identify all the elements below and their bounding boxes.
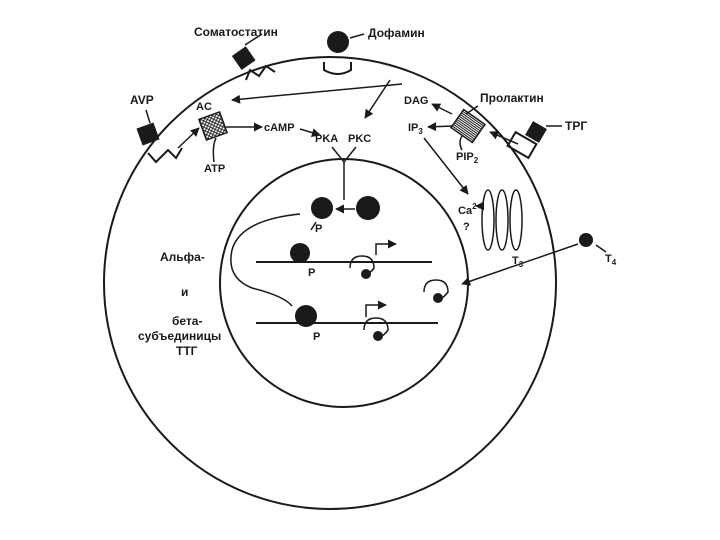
pkc-label: PKC [348,133,371,145]
and-label: и [181,285,188,299]
dopamine-receptor [323,31,365,75]
p-label-top: P [315,223,322,235]
pip2-label: PIP2 [456,151,479,165]
somatostatin-label: Соматостатин [194,25,278,39]
ca-label: Ca2+ [458,202,482,217]
somatostatin-receptor [231,33,276,81]
trg-label: ТРГ [565,119,587,133]
pka-label: PKA [315,133,338,145]
subunits-label: субъединицы [138,329,221,343]
cell-membrane [103,56,557,510]
ip3-label: IP3 [408,122,423,136]
prolactin-label: Пролактин [480,91,544,105]
phospholipase-c [449,108,487,144]
dag-label: DAG [404,95,428,107]
trg-receptor [506,121,562,160]
atp-label: ATP [204,163,225,175]
p-label-bottom: P [313,331,320,343]
t3-label: T3 [512,255,524,269]
p-label-mid: P [308,267,315,279]
tsh-label: ТТГ [176,344,198,358]
avp-receptor [136,109,183,164]
endoplasmic-reticulum [481,189,523,251]
beta-subunit-label: бета- [172,314,202,328]
t4-molecule [579,233,593,247]
phosphorylation-event [311,196,380,220]
ca-question-label: ? [463,221,470,233]
ac-label: AC [196,101,212,113]
avp-label: AVP [130,93,154,107]
camp-label: cAMP [264,122,295,134]
dopamine-label: Дофамин [368,26,425,40]
alpha-subunit-label: Альфа- [160,250,205,264]
adenylate-cyclase [197,110,229,142]
t4-label: T4 [605,253,617,267]
